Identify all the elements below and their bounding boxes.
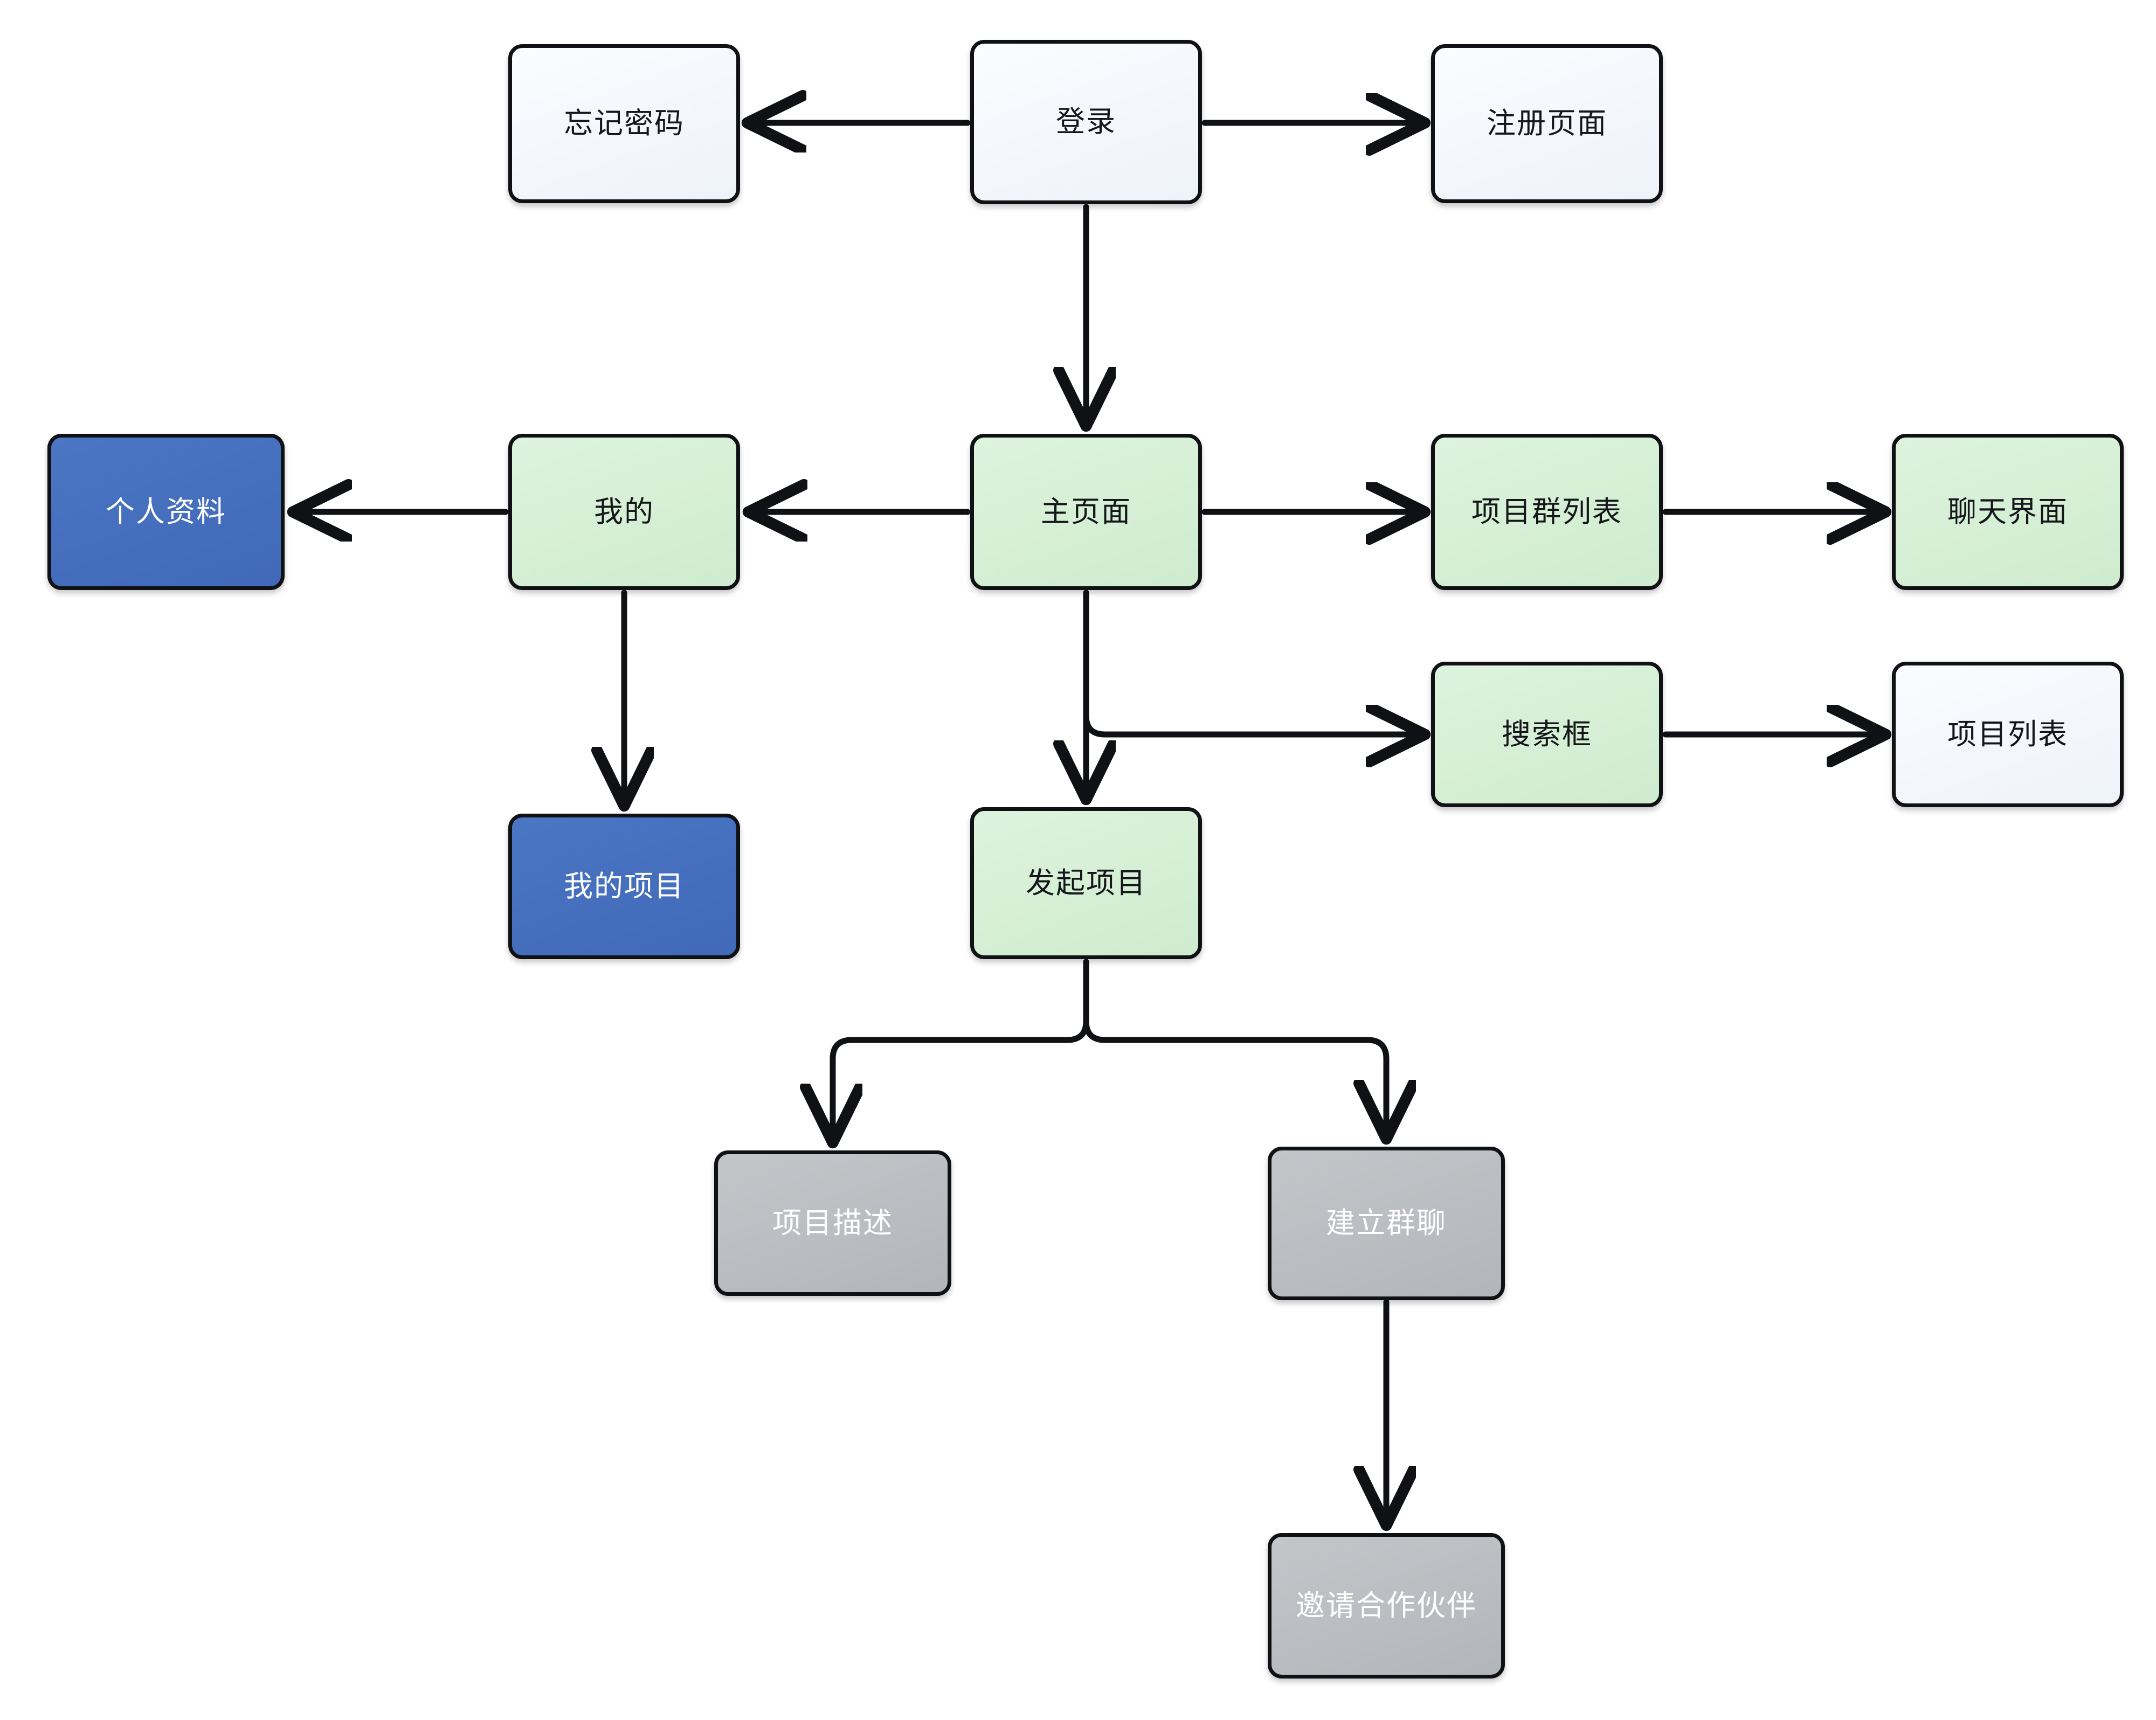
node-label: 邀请合作伙伴 [1296, 1589, 1477, 1622]
node-project-list[interactable]: 项目列表 [1892, 662, 2124, 807]
node-chat-interface[interactable]: 聊天界面 [1892, 434, 2124, 590]
node-label: 建立群聊 [1326, 1207, 1447, 1240]
node-label: 项目描述 [772, 1206, 893, 1239]
edge-initiate-project-to-create-group-chat [1083, 959, 1386, 1134]
node-login[interactable]: 登录 [970, 40, 1202, 204]
node-main-page[interactable]: 主页面 [970, 434, 1202, 590]
node-personal-profile[interactable]: 个人资料 [47, 434, 285, 590]
node-label: 我的项目 [564, 870, 685, 903]
node-label: 项目列表 [1947, 718, 2068, 751]
node-project-group-list[interactable]: 项目群列表 [1431, 434, 1663, 590]
edge-initiate-project-to-project-description [833, 959, 1089, 1138]
node-label: 发起项目 [1026, 866, 1146, 899]
node-label: 忘记密码 [564, 107, 685, 140]
node-label: 搜索框 [1502, 718, 1592, 751]
node-register-page[interactable]: 注册页面 [1431, 44, 1663, 203]
node-project-description[interactable]: 项目描述 [714, 1150, 951, 1296]
node-search-box[interactable]: 搜索框 [1431, 662, 1663, 807]
node-label: 登录 [1056, 106, 1116, 138]
node-label: 主页面 [1041, 495, 1131, 528]
node-label: 我的 [594, 495, 654, 528]
edge-main-page-to-search-box [1083, 589, 1420, 734]
node-invite-partners[interactable]: 邀请合作伙伴 [1268, 1533, 1505, 1679]
node-label: 个人资料 [106, 495, 226, 528]
node-create-group-chat[interactable]: 建立群聊 [1268, 1147, 1505, 1300]
node-label: 项目群列表 [1471, 495, 1622, 528]
node-my-projects[interactable]: 我的项目 [508, 814, 740, 959]
node-mine[interactable]: 我的 [508, 434, 740, 590]
node-initiate-project[interactable]: 发起项目 [970, 807, 1202, 959]
node-label: 聊天界面 [1947, 495, 2068, 528]
node-label: 注册页面 [1487, 107, 1607, 140]
node-forgot-password[interactable]: 忘记密码 [508, 44, 740, 203]
